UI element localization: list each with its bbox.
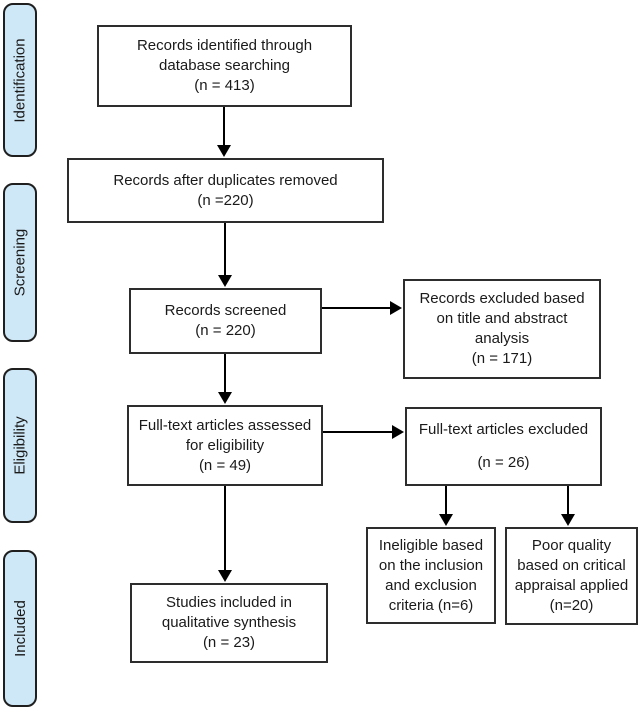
box-fulltext-assessed: Full-text articles assessed for eligibil… (127, 405, 323, 486)
stage-label-screening: Screening (3, 183, 37, 342)
text-line: for eligibility (185, 436, 265, 454)
text-line: Full-text articles excluded (418, 421, 589, 438)
arrow-right-fulltext-to-excluded-icon (323, 425, 404, 439)
box-records-screened: Records screened (n = 220) (129, 288, 322, 354)
box-records-identified: Records identified through database sear… (97, 25, 352, 107)
stage-label-included: Included (3, 550, 37, 707)
text-line: (n = 413) (194, 77, 255, 94)
arrow-down-identified-to-duplicates-icon (217, 107, 231, 157)
arrow-down-excluded-to-ineligible-icon (439, 486, 453, 526)
text-line: based on critical (517, 557, 626, 574)
text-line: (n=20) (549, 597, 594, 614)
text-line: (n = 23) (202, 634, 256, 651)
box-fulltext-excluded: Full-text articles excluded (n = 26) (405, 407, 602, 486)
arrow-right-screened-to-excluded-icon (322, 301, 402, 315)
text-line: Poor quality (531, 537, 612, 554)
box-records-excluded-title-abstract: Records excluded based on title and abst… (403, 279, 601, 379)
text-line: (n =220) (197, 191, 254, 209)
arrow-down-excluded-to-poor-quality-icon (561, 486, 575, 526)
text-line: on title and abstract (436, 310, 568, 327)
stage-label-text: Eligibility (11, 416, 29, 475)
box-studies-included: Studies included in qualitative synthesi… (130, 583, 328, 663)
text-line: qualitative synthesis (161, 614, 297, 631)
text-line: (n = 26) (477, 454, 530, 471)
text-line: database searching (159, 57, 290, 74)
text-line: Records excluded based (419, 290, 585, 307)
text-line: appraisal applied (514, 577, 629, 594)
stage-label-eligibility: Eligibility (3, 368, 37, 523)
box-ineligible-criteria: Ineligible based on the inclusion and ex… (366, 527, 496, 624)
stage-label-text: Included (11, 600, 29, 657)
text-line: Records screened (164, 302, 287, 319)
text-line: Full-text articles assessed (138, 416, 312, 434)
arrow-down-fulltext-to-included-icon (218, 486, 232, 582)
stage-label-text: Identification (11, 37, 29, 123)
text-line: Studies included in (166, 594, 292, 611)
text-line: Ineligible based (378, 536, 484, 554)
text-line: on the inclusion (378, 556, 484, 574)
arrow-down-duplicates-to-screened-icon (218, 223, 232, 287)
text-line: (n = 49) (198, 456, 252, 474)
stage-label-identification: Identification (3, 3, 37, 157)
text-line: Records after duplicates removed (113, 171, 338, 189)
box-duplicates-removed: Records after duplicates removed (n =220… (67, 158, 384, 223)
text-line: analysis (474, 330, 530, 347)
text-line: and exclusion (385, 576, 477, 594)
text-line: (n = 220) (195, 322, 256, 339)
box-poor-quality: Poor quality based on critical appraisal… (505, 527, 638, 625)
text-line: criteria (n=6) (388, 596, 474, 614)
stage-label-text: Screening (11, 228, 29, 297)
arrow-down-screened-to-fulltext-icon (218, 354, 232, 404)
text-line: Records identified through (136, 37, 313, 54)
text-line: (n = 171) (471, 350, 533, 367)
